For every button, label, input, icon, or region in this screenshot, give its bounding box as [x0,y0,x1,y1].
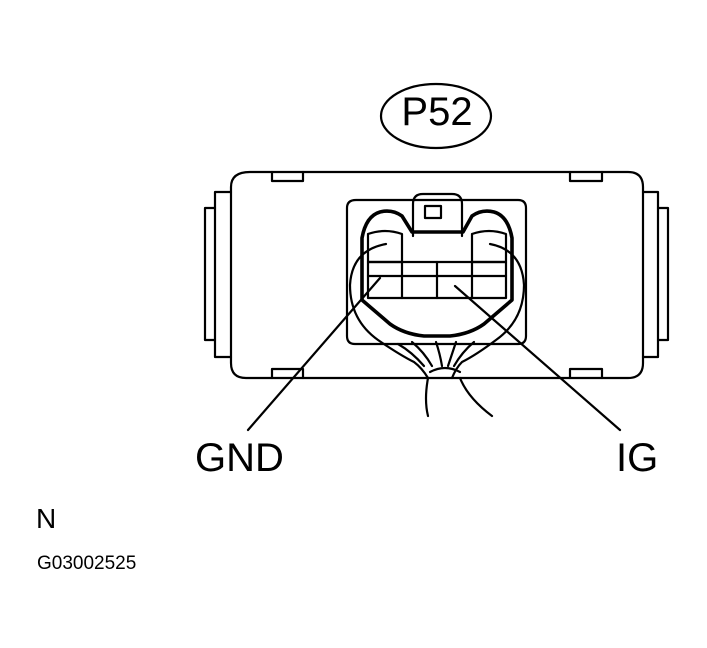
connector-body [360,209,514,338]
connector-code-oval [379,82,493,150]
figure-code-label: G03002525 [37,553,137,574]
connector-housing [229,170,645,380]
terminal-blocks [366,229,508,300]
view-mark-label: N [36,503,57,534]
lock-latch [411,192,464,238]
ig-terminal-label: IG [616,436,659,480]
terminal-cavity [345,198,528,346]
gnd-leader-line [246,276,382,432]
wire-harness [348,242,526,418]
connector-code-label: P52 [401,90,473,134]
housing-notches [270,170,604,380]
left-side-tab [203,190,233,359]
ig-leader-line [453,284,622,432]
gnd-terminal-label: GND [195,436,284,480]
right-side-tab [641,190,670,359]
